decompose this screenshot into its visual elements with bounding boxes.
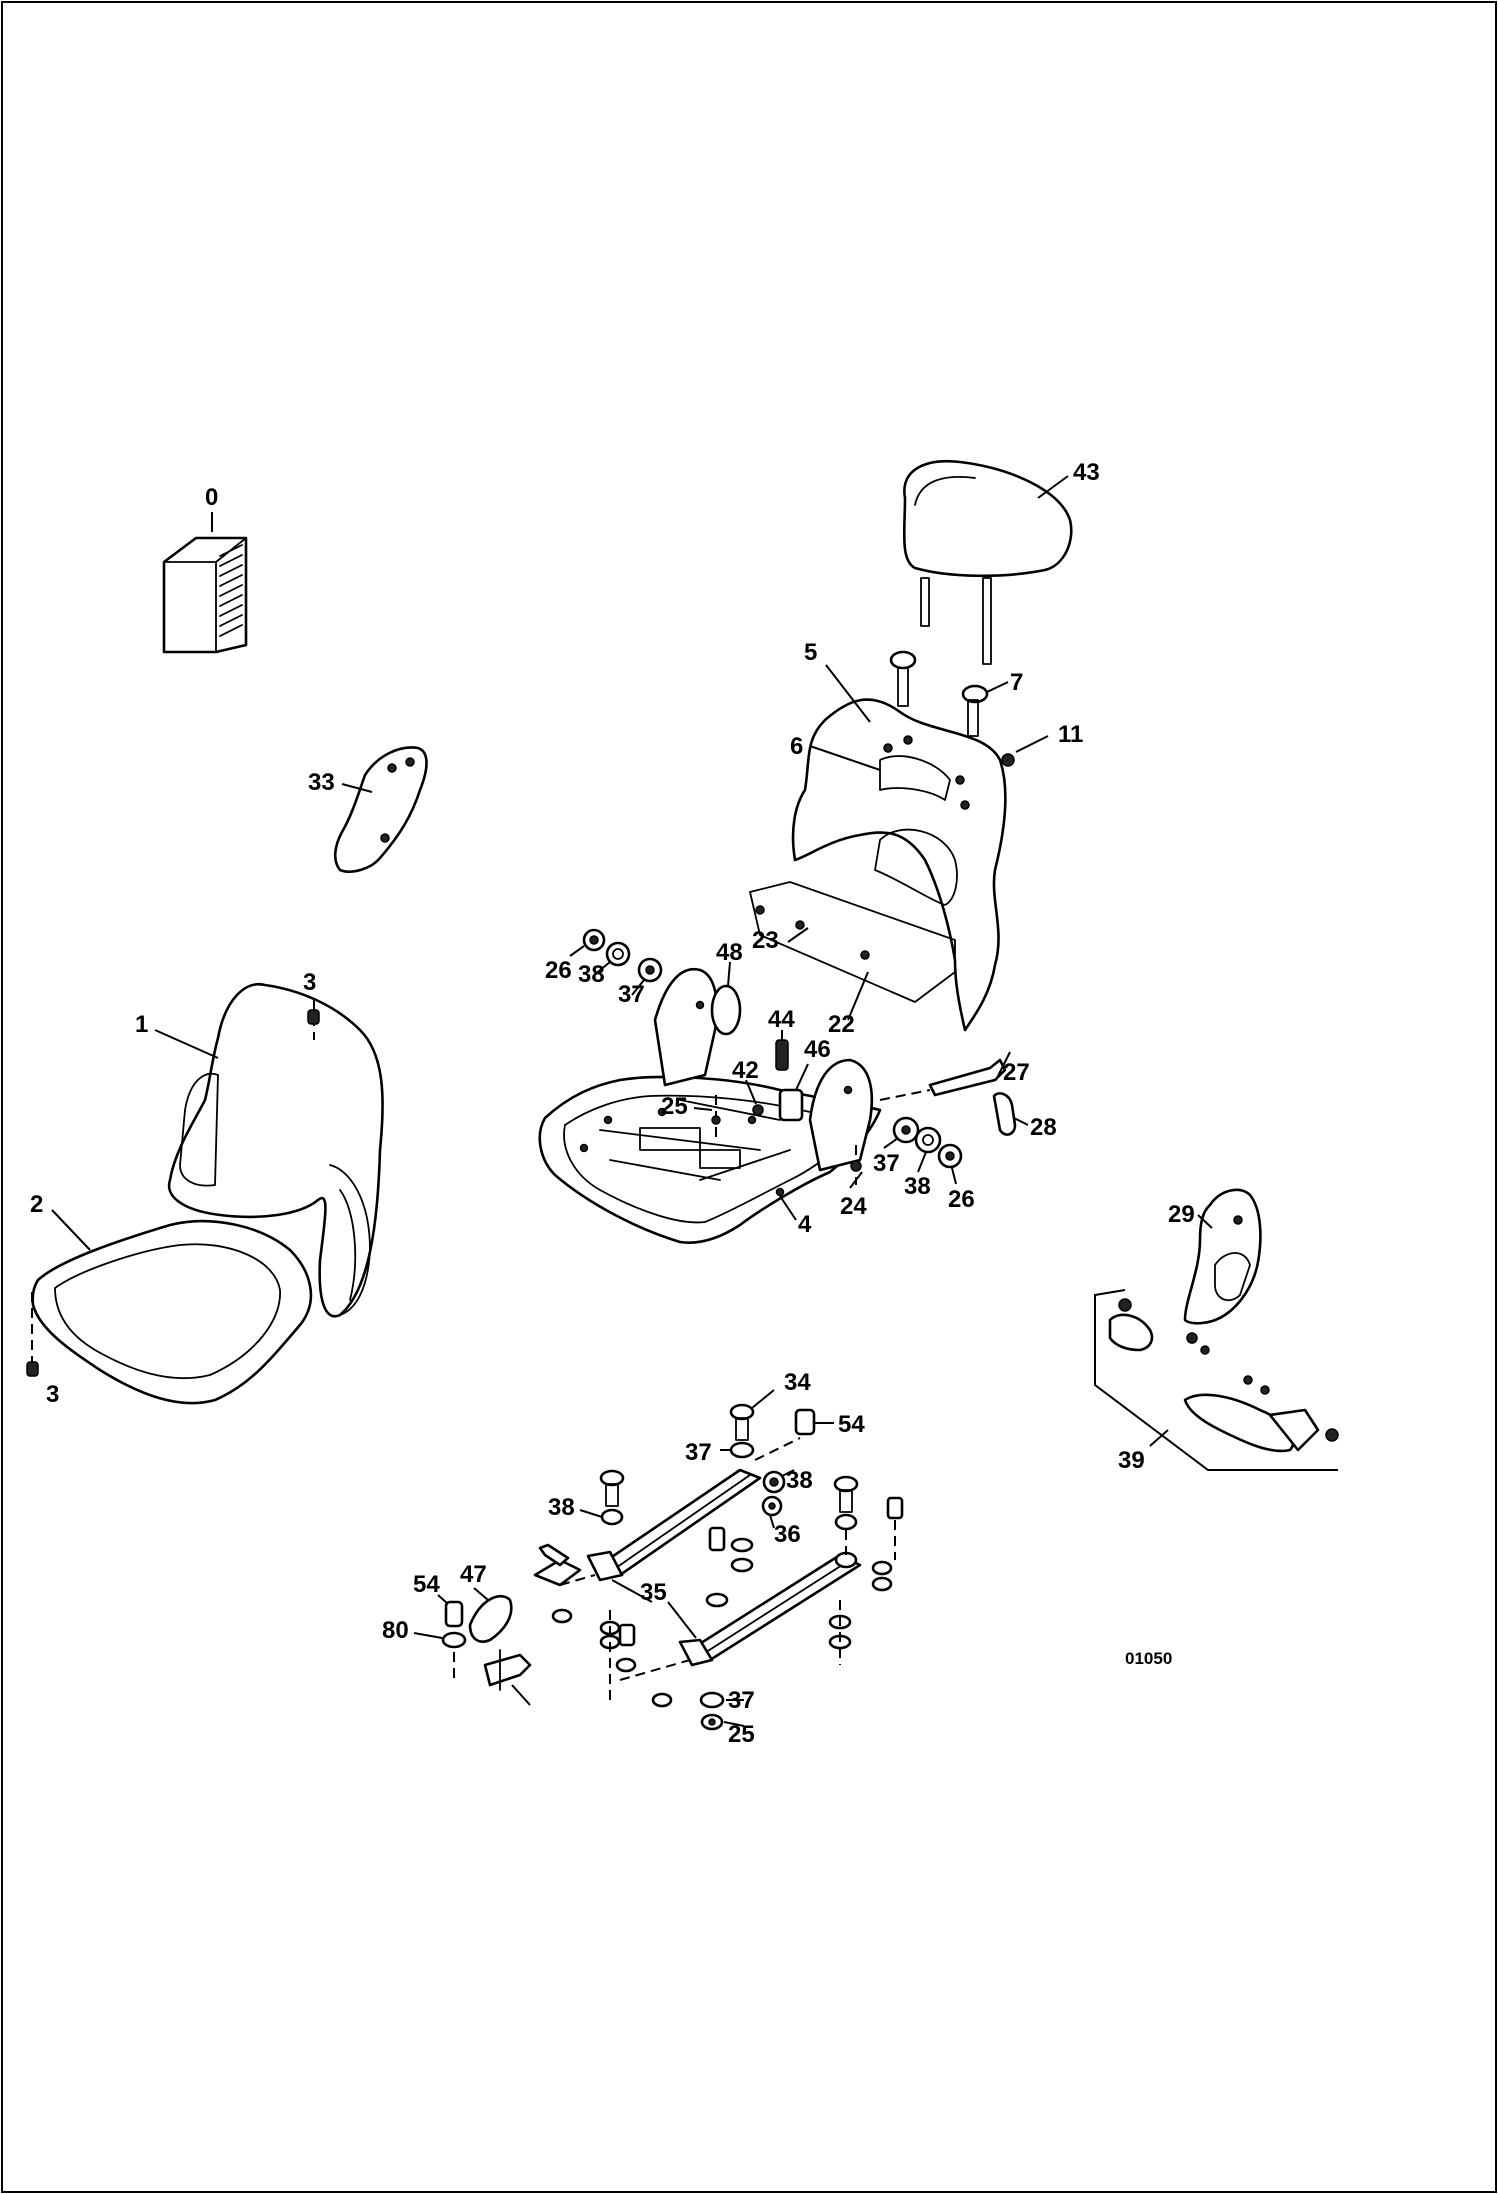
callout-label: 38	[578, 961, 605, 988]
part-35-slide-rail-1	[533, 1468, 762, 1587]
part-38-washer-right	[914, 1126, 942, 1173]
part-nuts-bottom-right	[828, 1600, 852, 1665]
part-25-bolt-center	[693, 1095, 721, 1140]
callout-label: 4	[798, 1211, 812, 1238]
part-37-washer-right	[883, 1116, 920, 1149]
part-42-pin	[745, 1079, 764, 1116]
callout-label: 54	[413, 1571, 440, 1598]
part-36-nut	[761, 1495, 783, 1529]
part-1-back-cushion	[154, 982, 384, 1318]
part-46-bracket	[778, 1063, 809, 1122]
part-29-side-panel	[1183, 1188, 1262, 1325]
part-bolt-center-1	[705, 1526, 754, 1608]
part-38-washer-left	[593, 941, 631, 976]
callout-label: 24	[840, 1193, 867, 1220]
part-28-knob	[992, 1092, 1029, 1136]
callout-label: 26	[948, 1186, 975, 1213]
callout-label: 1	[135, 1011, 148, 1038]
callout-label: 7	[1010, 669, 1023, 696]
callout-label: 27	[1003, 1059, 1030, 1086]
callout-label: 2	[30, 1191, 43, 1218]
callout-label: 42	[732, 1057, 759, 1084]
callout-label: 37	[685, 1439, 712, 1466]
part-37-washer-left	[631, 957, 663, 996]
rail-dashline-top	[754, 1437, 801, 1461]
callout-label: 34	[784, 1369, 811, 1396]
callout-label: 11	[1058, 721, 1083, 748]
callout-label: 38	[786, 1467, 813, 1494]
leader-6	[809, 745, 881, 771]
callout-label: 48	[716, 939, 743, 966]
part-38-bolt-left	[579, 1469, 625, 1526]
part-47-handle	[468, 1587, 513, 1643]
part-80-washer	[413, 1631, 467, 1649]
part-5-backrest-frame	[791, 698, 1007, 1032]
part-27-lever	[879, 1051, 1011, 1101]
part-7-headrest-guide	[889, 650, 1009, 737]
part-26-nut-right	[937, 1143, 963, 1185]
part-22-back-panel	[749, 881, 956, 1003]
part-26-nut-left	[569, 928, 606, 957]
diagram-code: 01050	[1125, 1649, 1172, 1668]
callout-label: 46	[804, 1036, 831, 1063]
part-48-ring	[710, 961, 742, 1036]
part-43-headrest	[902, 459, 1073, 665]
leader-35-b	[667, 1601, 697, 1639]
callout-label: 0	[205, 484, 218, 511]
part-0-manual	[162, 512, 248, 654]
callout-label: 23	[752, 927, 779, 954]
callout-label: 25	[728, 1721, 755, 1748]
callout-label: 25	[661, 1093, 688, 1120]
callout-label: 43	[1073, 459, 1100, 486]
part-34-bolt	[729, 1389, 775, 1441]
part-35-slide-rail-2	[619, 1553, 862, 1681]
callout-label: 6	[790, 733, 803, 760]
part-2-seat-cushion	[31, 1209, 313, 1405]
callout-label: 37	[618, 981, 645, 1008]
part-38-washer-mid	[762, 1469, 795, 1494]
callout-label: 5	[804, 639, 817, 666]
part-11-screw	[1001, 735, 1049, 767]
leader-23	[787, 927, 809, 943]
part-bolt-right-1	[833, 1475, 859, 1569]
callout-label: 44	[768, 1006, 795, 1033]
part-39-seat-belt	[1094, 1289, 1339, 1471]
callout-label: 80	[382, 1617, 409, 1644]
part-54-bushing-left	[437, 1594, 464, 1628]
callout-label: 26	[545, 957, 572, 984]
callout-label: 47	[460, 1561, 487, 1588]
part-54-bushing-top	[794, 1408, 834, 1436]
callout-label: 35	[640, 1579, 667, 1606]
callout-label: 29	[1168, 1201, 1195, 1228]
part-3-screw-top	[307, 1000, 320, 1040]
part-33-side-cover	[333, 746, 428, 873]
callout-label: 3	[46, 1381, 59, 1408]
part-37-washer-top	[720, 1441, 755, 1459]
part-44-spring	[775, 1030, 789, 1071]
callout-label: 39	[1118, 1447, 1145, 1474]
leader-5	[825, 664, 871, 723]
callout-label: 54	[838, 1411, 865, 1438]
leader-35-a	[611, 1579, 653, 1603]
callout-label: 33	[308, 769, 335, 796]
callout-label: 38	[904, 1173, 931, 1200]
part-37-washer-bottom	[699, 1691, 744, 1709]
part-bolt-right-2	[871, 1496, 904, 1592]
callout-label: 3	[303, 969, 316, 996]
callout-label: 38	[548, 1494, 575, 1521]
callout-label: 37	[728, 1687, 755, 1714]
part-nuts-lower-left	[453, 1608, 673, 1708]
part-3-screw-bottom	[26, 1292, 39, 1377]
part-24-screw	[849, 1145, 863, 1189]
callout-labels: 0 1 2 3 3 4 5 6 7 11 22 23 24 25 25 26 2…	[30, 459, 1195, 1748]
callout-label: 28	[1030, 1114, 1057, 1141]
callout-label: 36	[774, 1521, 801, 1548]
leader-22	[847, 971, 869, 1021]
part-25-nut-bottom	[700, 1713, 745, 1731]
part-bracket-lower	[483, 1649, 532, 1706]
callout-label: 22	[828, 1011, 855, 1038]
callout-label: 37	[873, 1150, 900, 1177]
